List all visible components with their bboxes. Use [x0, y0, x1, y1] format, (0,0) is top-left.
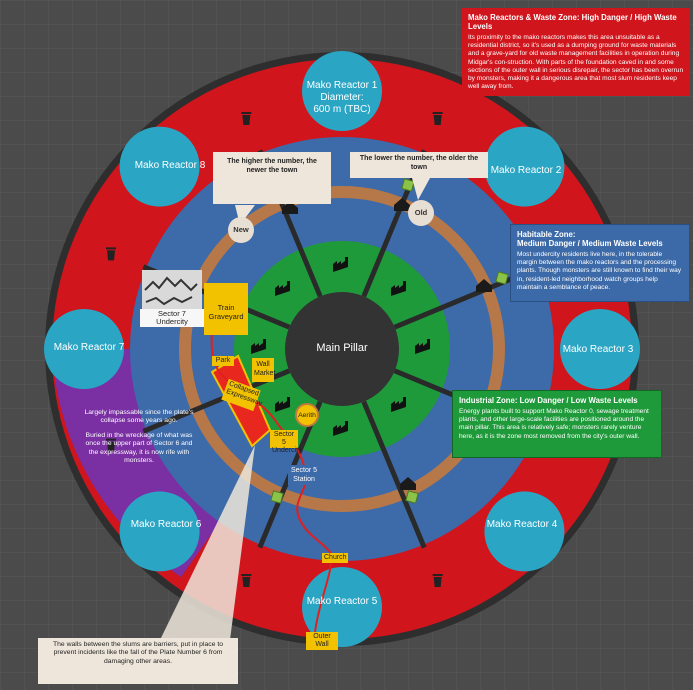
factory-icon [333, 421, 348, 436]
industrial-zone-title: Industrial Zone: Low Danger / Low Waste … [459, 396, 638, 405]
main-pillar-label: Main Pillar [316, 342, 368, 354]
train-graveyard-tag: Train Graveyard [204, 283, 248, 335]
callout-pointer-walls [160, 445, 255, 640]
habitable-zone-info: Habitable Zone: Medium Danger / Medium W… [510, 224, 690, 302]
sector6-text-1: Largely impassable since the plate's col… [84, 409, 194, 425]
reactor-circles [44, 51, 640, 647]
waste-block-icon [495, 271, 509, 285]
waste-block-icon [405, 490, 419, 504]
sector7-wreckage [142, 270, 202, 310]
reactor-2-label: Mako Reactor 2 [490, 165, 562, 176]
main-pillar [285, 292, 399, 406]
trash-icon [241, 573, 252, 587]
reactor-3-circle [560, 309, 640, 389]
town-age-ring [179, 186, 505, 512]
outer-wall-tag: Outer Wall [306, 632, 338, 650]
sector-divider [361, 400, 427, 549]
sector7-undercity-label: Sector 7 Undercity [140, 309, 204, 327]
park-tag: Park [212, 356, 234, 366]
sector6-text-2: Buried in the wreckage of what was once … [85, 431, 193, 465]
reactor-6-label: Mako Reactor 6 [130, 519, 202, 530]
house-icon [400, 477, 416, 490]
reactor-8-label: Mako Reactor 8 [134, 160, 206, 171]
waste-block-icon [401, 178, 415, 192]
house-icon [282, 201, 298, 214]
trash-icon [106, 247, 117, 261]
reactor-4-label: Mako Reactor 4 [486, 519, 558, 530]
trash-icon [241, 112, 252, 126]
house-icon [476, 279, 492, 292]
sector5-station-tag: Sector 5 Station [288, 465, 320, 485]
aerith-tag: Aerith [298, 412, 316, 419]
factory-icon [390, 281, 406, 297]
factory-icon [275, 281, 291, 297]
habitable-zone-text: Most undercity residents live here, in t… [517, 251, 682, 291]
sector7-rubble-pattern [144, 276, 198, 306]
callout-older: The lower the number, the older the town [350, 152, 488, 178]
callout-walls: The walls between the slums are barriers… [38, 638, 238, 684]
factory-icons [251, 257, 430, 436]
factory-icon [251, 339, 266, 354]
reactor-6-circle [119, 491, 200, 572]
reactor-7-circle [44, 309, 124, 389]
reactor-8-circle [119, 126, 200, 207]
house-icons [282, 198, 492, 490]
trash-icon [106, 438, 117, 452]
reactor-3-label: Mako Reactor 3 [562, 344, 634, 355]
old-bubble: Old [408, 200, 434, 226]
industrial-zone-text: Energy plants built to support Mako Reac… [459, 408, 649, 440]
reactor-4-circle [484, 491, 565, 572]
mako-zone-text: Its proximity to the mako reactors makes… [468, 34, 684, 91]
industrial-zone-info: Industrial Zone: Low Danger / Low Waste … [452, 390, 662, 458]
sector6-zone-info: Largely impassable since the plate's col… [74, 404, 204, 474]
reactor-1-circle [302, 51, 382, 131]
aerith-marker [295, 403, 319, 427]
factory-icon [275, 396, 291, 412]
factory-icon [333, 257, 348, 272]
waste-block-icon [270, 490, 284, 504]
trash-icon [432, 112, 443, 126]
factory-icon [415, 339, 430, 354]
reactor-5-label: Mako Reactor 5 [306, 596, 378, 607]
reactor-5-circle [302, 567, 382, 647]
wall-market-tag: Wall Market [252, 358, 275, 382]
habitable-zone-title: Habitable Zone: [517, 230, 576, 239]
trash-icon [432, 573, 443, 587]
callout-newer: The higher the number, the newer the tow… [213, 152, 331, 204]
sector5-undercity-tag: Sector 5 Undercity [270, 430, 302, 454]
new-bubble: New [228, 217, 254, 243]
house-icon [394, 198, 410, 211]
habitable-zone-subtitle: Medium Danger / Medium Waste Levels [517, 239, 663, 248]
mako-zone-info: Mako Reactors & Waste Zone: High Danger … [462, 8, 690, 96]
callout-pointer-older [412, 178, 430, 200]
reactor-7-label: Mako Reactor 7 [53, 342, 125, 353]
church-tag: Church [322, 553, 348, 563]
factory-icon [390, 396, 406, 412]
reactor-2-circle [484, 126, 565, 207]
mako-zone-title: Mako Reactors & Waste Zone: High Danger … [468, 13, 677, 31]
